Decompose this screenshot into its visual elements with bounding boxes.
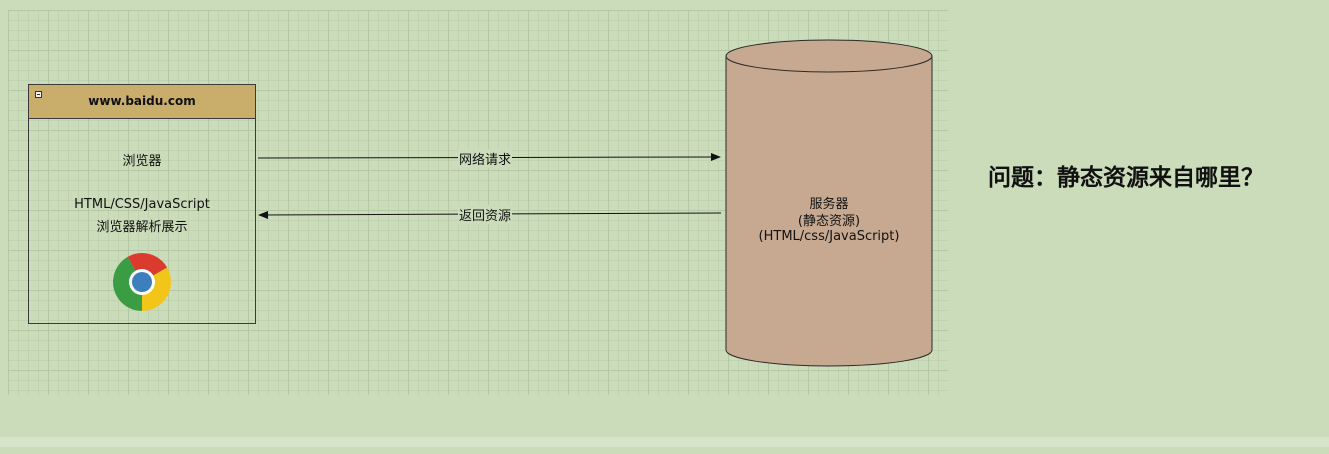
browser-container[interactable]: www.baidu.com 浏览器 HTML/CSS/JavaScript 浏览… [28, 84, 256, 324]
browser-description: 浏览器解析展示 [96, 220, 188, 235]
response-label: 返回资源 [458, 205, 513, 224]
server-name: 服务器 [809, 197, 849, 212]
chrome-logo-icon [113, 253, 171, 311]
browser-tech-text: HTML/CSS/JavaScript [74, 197, 210, 212]
browser-label: 浏览器 [122, 154, 162, 169]
browser-header: www.baidu.com [29, 85, 255, 119]
collapse-icon[interactable] [35, 91, 42, 98]
bottom-strip [0, 437, 1329, 447]
request-label: 网络请求 [458, 149, 513, 168]
server-static-label: (静态资源) [797, 214, 861, 229]
server-cylinder[interactable] [724, 38, 936, 368]
server-tech-text: (HTML/css/JavaScript) [758, 229, 900, 244]
browser-title: www.baidu.com [88, 94, 196, 108]
question-heading: 问题：静态资源来自哪里？ [988, 165, 1264, 191]
